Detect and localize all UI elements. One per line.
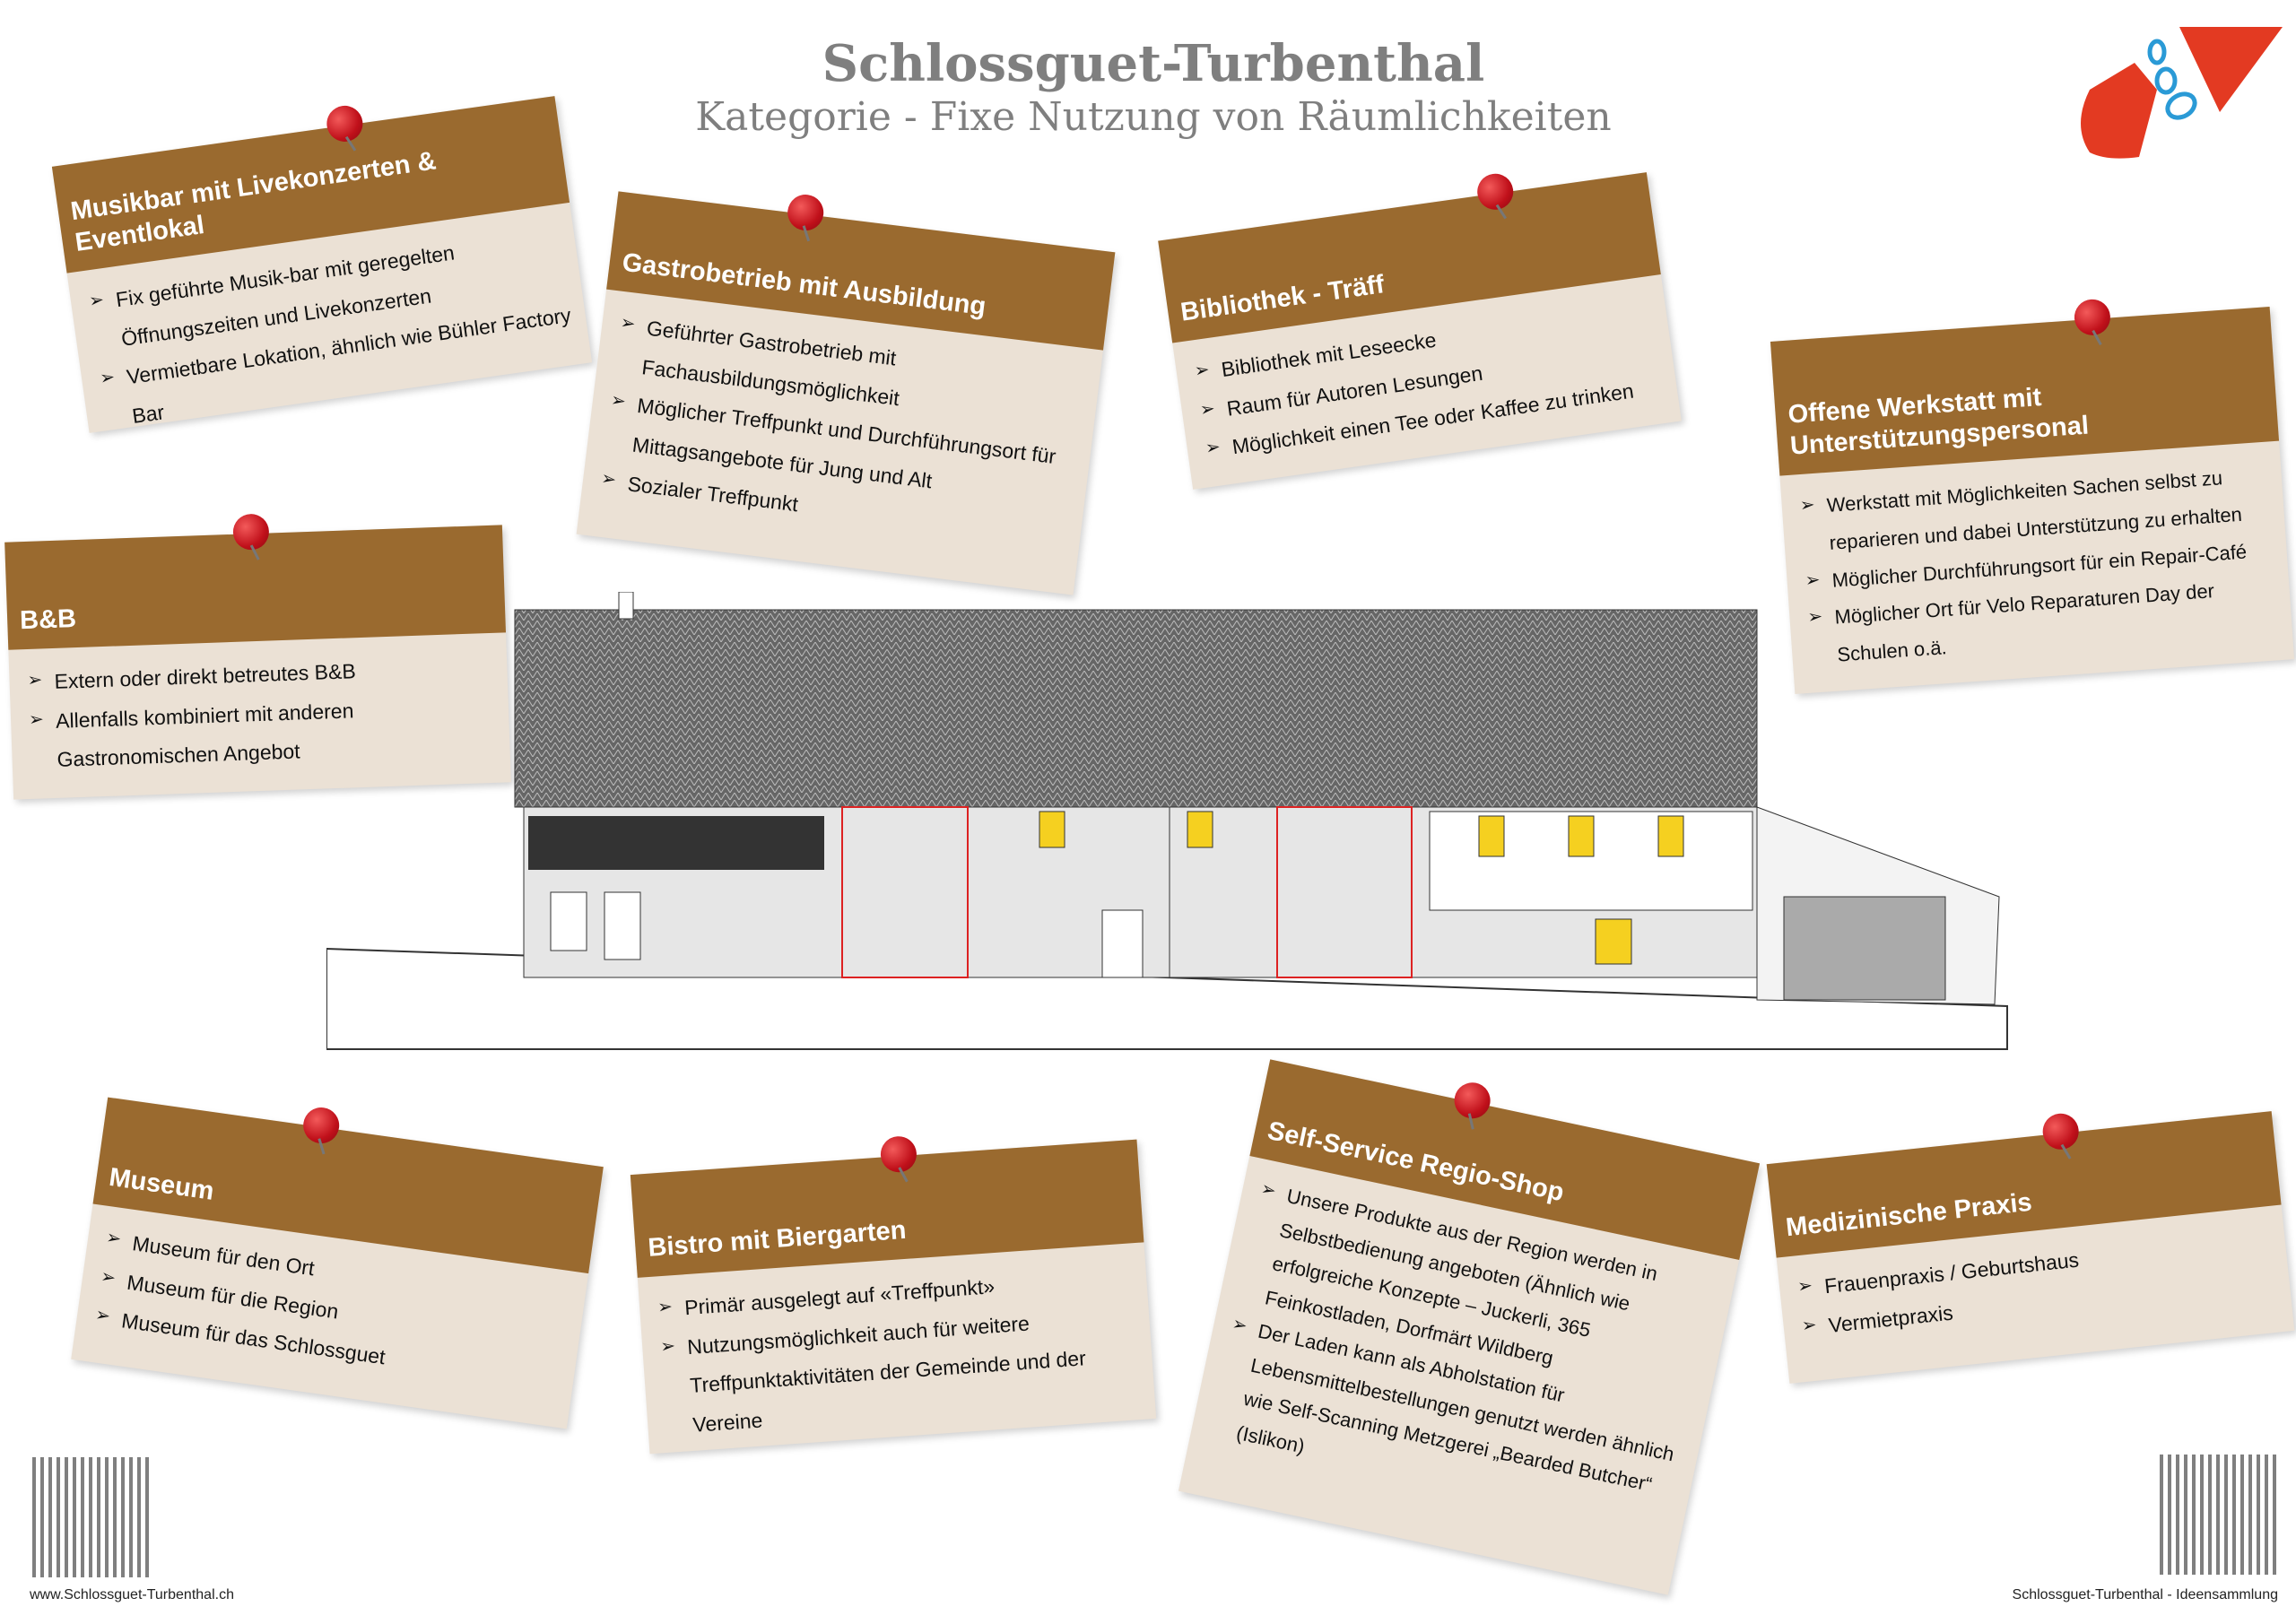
page-subtitle: Kategorie - Fixe Nutzung von Räumlichkei… bbox=[695, 94, 1612, 140]
building-elevation-drawing bbox=[326, 592, 2008, 1050]
qr-code-ideensammlung[interactable] bbox=[2160, 1455, 2280, 1575]
card-regio-shop: Self-Service Regio-Shop Unsere Produkte … bbox=[1178, 1059, 1761, 1595]
card-gastrobetrieb: Gastrobetrieb mit Ausbildung Geführter G… bbox=[576, 191, 1116, 595]
card-bnb: B&B Extern oder direkt betreutes B&BAlle… bbox=[4, 513, 511, 800]
footer-caption: Schlossguet-Turbenthal - Ideensammlung bbox=[2012, 1587, 2278, 1602]
card-museum: Museum Museum für den OrtMuseum für die … bbox=[71, 1097, 604, 1429]
footer-website-link[interactable]: www.Schlossguet-Turbenthal.ch bbox=[30, 1587, 234, 1602]
card-medizinische-praxis: Medizinische Praxis Frauenpraxis / Gebur… bbox=[1766, 1111, 2295, 1384]
qr-code-website[interactable] bbox=[32, 1457, 152, 1577]
logo bbox=[2081, 27, 2283, 159]
card-item: Allenfalls kombiniert mit anderen Gastro… bbox=[28, 686, 498, 781]
card-bibliothek: Bibliothek - Träff Bibliothek mit Leseec… bbox=[1158, 171, 1682, 490]
page-title: Schlossguet-Turbenthal bbox=[822, 34, 1485, 93]
card-bistro: Bistro mit Biergarten Primär ausgelegt a… bbox=[630, 1134, 1157, 1455]
card-musikbar: Musikbar mit Livekonzerten & Eventlokal … bbox=[51, 96, 593, 433]
card-offene-werkstatt: Offene Werkstatt mit Unterstützungsperso… bbox=[1770, 298, 2295, 694]
